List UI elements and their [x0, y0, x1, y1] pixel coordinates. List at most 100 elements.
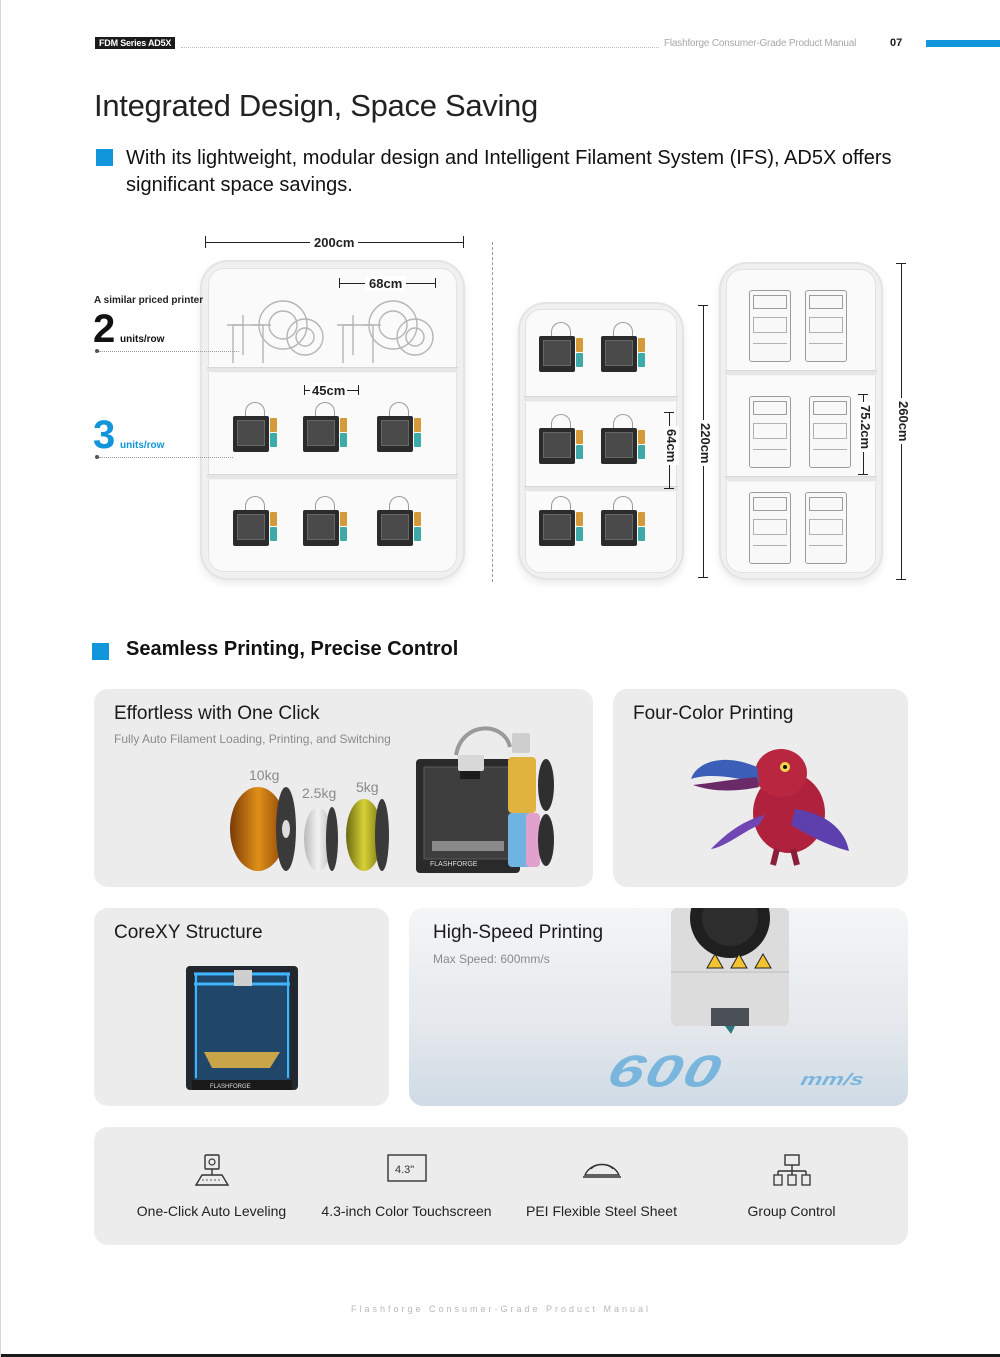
- comparison-separator: [492, 242, 493, 582]
- similar-printer-outline: [805, 492, 847, 564]
- bullet-square: [96, 149, 113, 166]
- feature-auto-leveling: One-Click Auto Leveling: [114, 1127, 309, 1245]
- header-manual-name: Flashforge Consumer-Grade Product Manual: [664, 38, 857, 49]
- feature-label: One-Click Auto Leveling: [136, 1203, 287, 1219]
- card-title: High-Speed Printing: [433, 922, 604, 943]
- header-accent-bar: [926, 40, 1000, 47]
- spool-5kg-label: 5kg: [356, 779, 379, 795]
- dim-68-label: 68cm: [365, 276, 407, 291]
- card-title: Effortless with One Click: [114, 703, 320, 724]
- guide-line: [99, 351, 239, 352]
- dimension-tick: [858, 394, 868, 395]
- shelf-board: [524, 486, 678, 492]
- ad5x-printer: [303, 496, 347, 546]
- similar-count: 2: [93, 307, 116, 351]
- card-high-speed: High-Speed Printing Max Speed: 600mm/s 6…: [409, 908, 908, 1106]
- similar-printer-outlines: [227, 300, 434, 363]
- filament-spools-image: [230, 787, 389, 871]
- card-title: Four-Color Printing: [633, 703, 794, 724]
- feature-touchscreen: 4.3" 4.3-inch Color Touchscreen: [309, 1127, 504, 1245]
- spool-10kg-label: 10kg: [249, 767, 280, 783]
- ad5x-printer: [539, 414, 583, 464]
- shelf-board: [207, 367, 458, 373]
- ad5x-printer: [539, 496, 583, 546]
- page-number: 07: [890, 37, 903, 49]
- dimension-tick: [896, 579, 906, 580]
- ad5x-printer: [539, 322, 583, 372]
- speed-unit-graphic: mm/s: [798, 1070, 867, 1090]
- card-title: CoreXY Structure: [114, 922, 263, 943]
- toucan-model-image: [691, 749, 849, 866]
- printer-brand-text: FLASHFORGE: [210, 1084, 251, 1090]
- dimension-tick: [205, 236, 206, 248]
- page-title: Integrated Design, Space Saving: [94, 88, 538, 123]
- print-head-image: [671, 908, 789, 1034]
- dimension-tick: [664, 412, 674, 413]
- guide-dot: [95, 455, 99, 459]
- card-subtitle: Max Speed: 600mm/s: [433, 952, 550, 966]
- feature-label: 4.3-inch Color Touchscreen: [321, 1203, 492, 1219]
- guide-dot: [95, 349, 99, 353]
- ad5x-printer: [601, 322, 645, 372]
- ad5x-count: 3: [93, 413, 116, 457]
- ad5x-printer: [233, 496, 277, 546]
- similar-printer-outline: [809, 396, 851, 468]
- similar-printer-outline: [749, 492, 791, 564]
- dimension-tick: [664, 488, 674, 489]
- feature-label: Group Control: [747, 1203, 836, 1219]
- card-four-color: Four-Color Printing: [613, 689, 908, 887]
- dimension-tick: [435, 278, 436, 288]
- auto-leveling-icon: [194, 1154, 229, 1186]
- dimension-tick: [698, 305, 708, 306]
- section-title: Seamless Printing, Precise Control: [126, 638, 459, 660]
- ad5x-printer-image: FLASHFORGE: [416, 726, 554, 873]
- ad5x-printer: [601, 496, 645, 546]
- card-corexy: CoreXY Structure FLASHFORGE: [94, 908, 389, 1106]
- similar-printer-outline: [749, 396, 791, 468]
- feature-strip: One-Click Auto Leveling 4.3" 4.3-inch Co…: [94, 1127, 908, 1245]
- similar-units-label: units/row: [120, 334, 165, 345]
- ad5x-units-label: units/row: [120, 440, 165, 451]
- dimension-tick: [463, 236, 464, 248]
- dimension-tick: [858, 474, 868, 475]
- ad5x-printer: [377, 402, 421, 452]
- touchscreen-icon: 4.3": [386, 1154, 427, 1182]
- card-subtitle: Fully Auto Filament Loading, Printing, a…: [114, 732, 391, 746]
- group-control-icon: [772, 1154, 811, 1186]
- dimension-tick: [698, 577, 708, 578]
- dimension-tick: [896, 263, 906, 264]
- similar-printer-label: A similar priced printer: [94, 295, 204, 306]
- dimension-tick: [304, 385, 305, 395]
- ad5x-printer: [303, 402, 347, 452]
- card-one-click: Effortless with One Click Fully Auto Fil…: [94, 689, 593, 887]
- similar-printer-outline: [805, 290, 847, 362]
- dim-75-label: 75.2cm: [858, 402, 873, 453]
- lead-paragraph: With its lightweight, modular design and…: [126, 147, 892, 196]
- shelf-board: [725, 476, 877, 482]
- shelf-board: [524, 396, 678, 402]
- dim-220-label: 220cm: [698, 420, 713, 467]
- feature-steel-sheet: PEI Flexible Steel Sheet: [504, 1127, 699, 1245]
- bottom-rule: [1, 1354, 1000, 1357]
- corexy-frame-image: FLASHFORGE: [186, 966, 298, 1090]
- feature-label: PEI Flexible Steel Sheet: [526, 1203, 677, 1219]
- steel-sheet-icon: [582, 1163, 621, 1178]
- ad5x-printer: [233, 402, 277, 452]
- dimension-tick: [339, 278, 340, 288]
- header-dotted-rule: [181, 47, 659, 48]
- dim-64-label: 64cm: [664, 426, 679, 466]
- dim-260-label: 260cm: [896, 398, 911, 445]
- similar-printer-outline: [749, 290, 791, 362]
- speed-600-graphic: 600: [602, 1045, 729, 1097]
- shelf-board: [207, 474, 458, 480]
- footer-manual-name: Flashforge Consumer-Grade Product Manual: [350, 1304, 652, 1314]
- dim-45-label: 45cm: [310, 383, 348, 398]
- shelf-board: [725, 370, 877, 376]
- ad5x-printer: [601, 414, 645, 464]
- width-200-label: 200cm: [310, 235, 359, 250]
- bullet-square: [92, 643, 109, 660]
- ad5x-printer: [377, 496, 421, 546]
- feature-group-control: Group Control: [694, 1127, 889, 1245]
- spool-2-5kg-label: 2.5kg: [302, 785, 337, 801]
